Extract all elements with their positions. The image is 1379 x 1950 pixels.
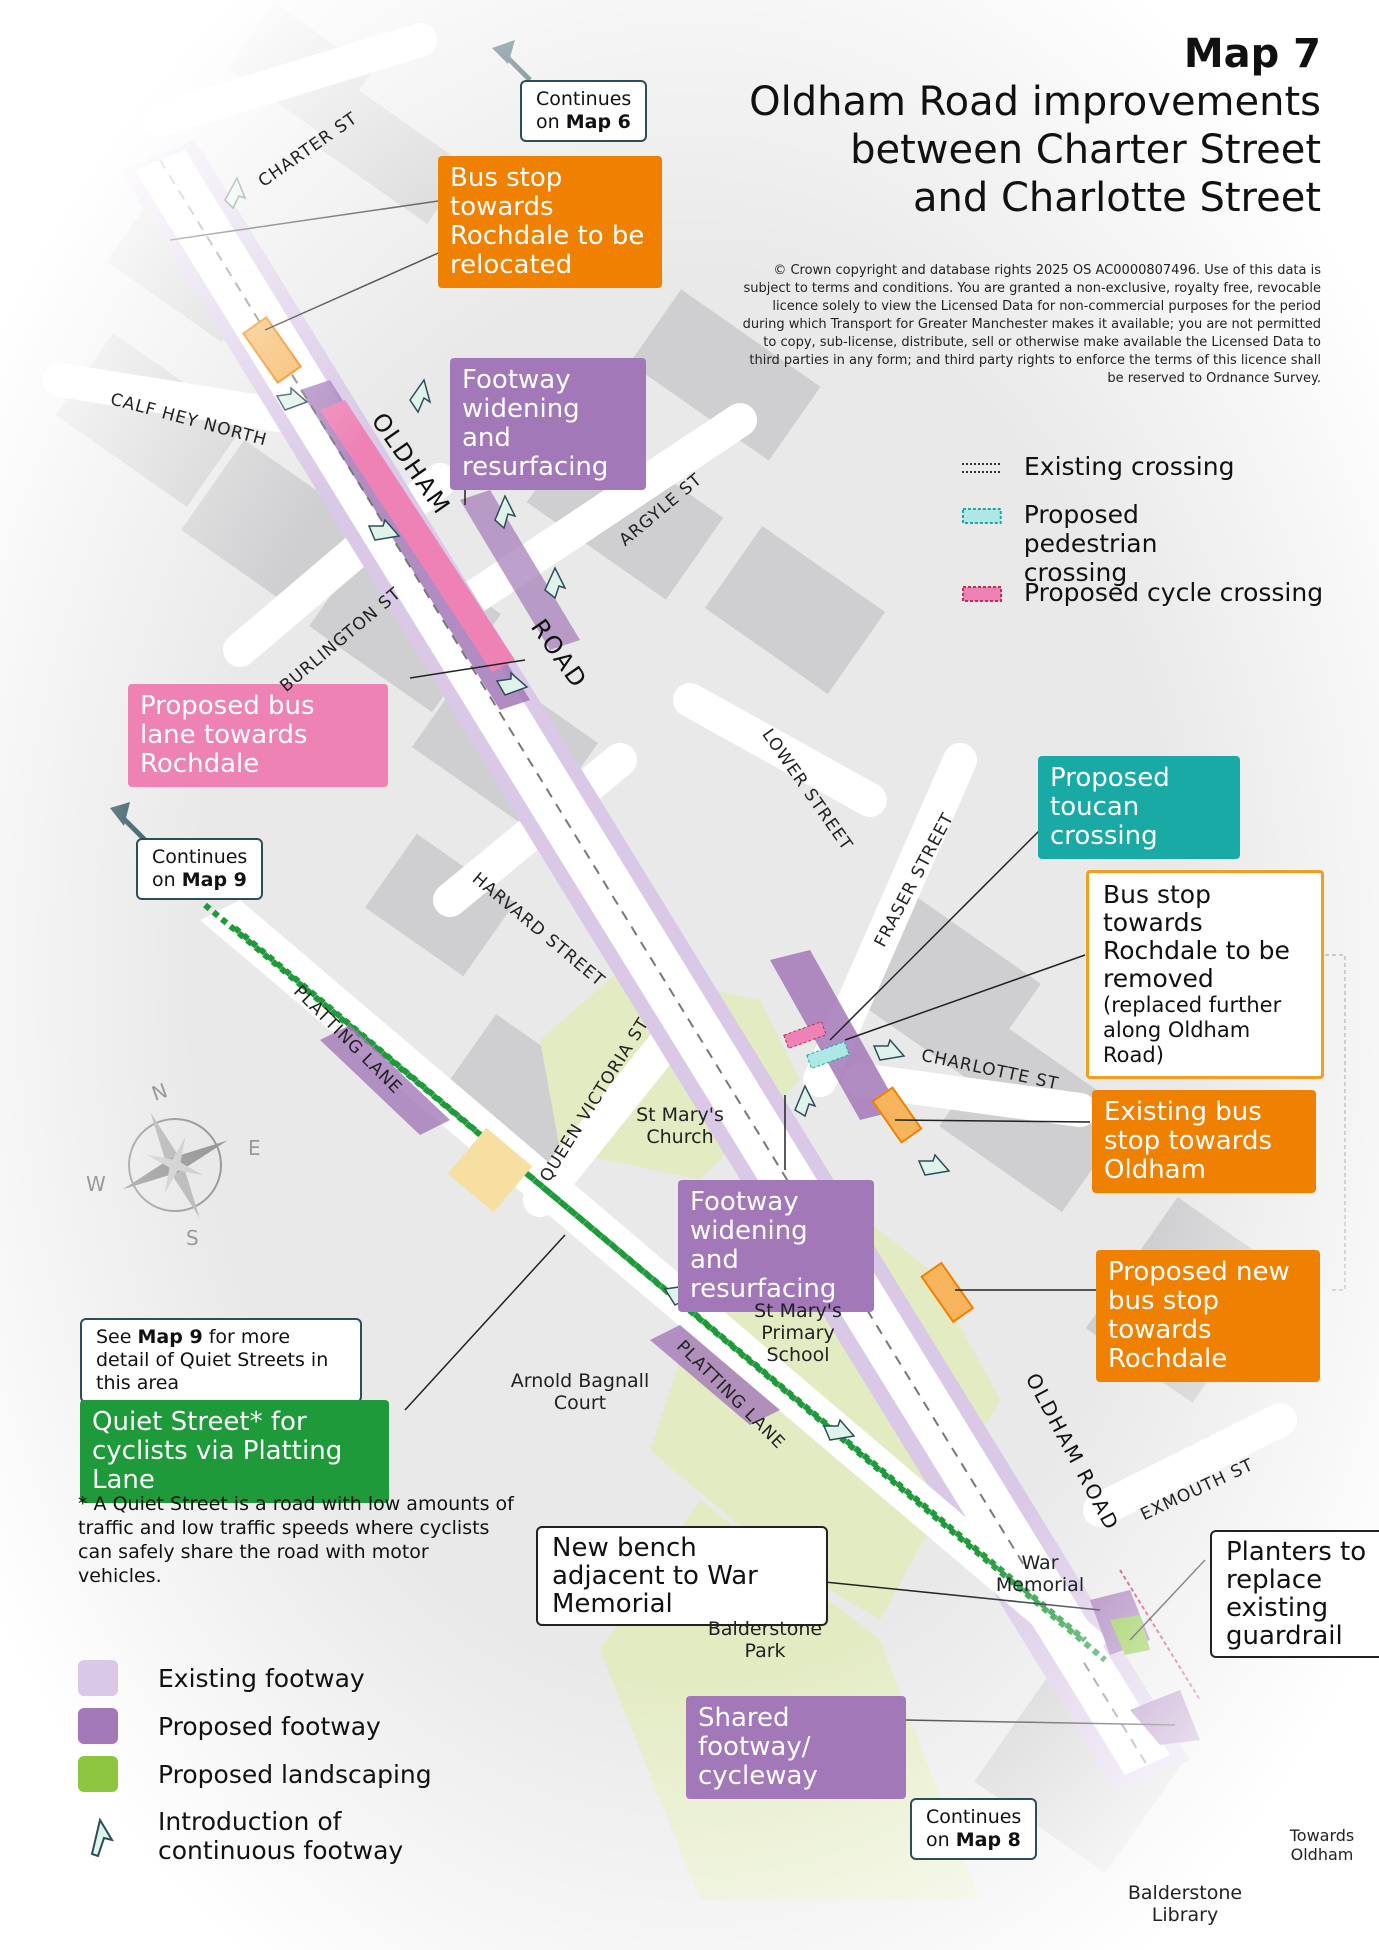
copyright-notice: © Crown copyright and database rights 20… (742, 263, 1321, 386)
title-line-1: Oldham Road improvements (749, 79, 1321, 125)
see-map9-box[interactable]: See Map 9 for more detail of Quiet Stree… (80, 1318, 362, 1403)
callout-footway-widening-2: Footway widening and resurfacing (678, 1180, 874, 1312)
legend-proposed-landscaping: Proposed landscaping (78, 1754, 432, 1794)
on-text: on (152, 869, 176, 891)
continues-text: Continues (926, 1806, 1022, 1828)
continuous-footway-icon (90, 1817, 115, 1858)
title-line-2: between Charter Street (850, 127, 1321, 173)
swatch-proposed-footway (78, 1708, 118, 1744)
key-proposed-pedestrian-crossing: Proposed pedestrian crossing (962, 500, 1262, 587)
map-ref: Map 9 (137, 1326, 203, 1348)
swatch-existing-footway (78, 1660, 118, 1696)
callout-planters: Planters to replace existing guardrail (1210, 1530, 1379, 1658)
continues-line: on Map 9 (152, 869, 247, 892)
callout-bus-lane: Proposed bus lane towards Rochdale (128, 684, 388, 787)
continues-map8-box[interactable]: Continues on Map 8 (910, 1798, 1038, 1860)
callout-footway-widening-1: Footway widening and resurfacing (450, 358, 646, 490)
continues-map9-box[interactable]: Continues on Map 9 (136, 838, 264, 900)
swatch-proposed-landscaping (78, 1756, 118, 1792)
key-label: Existing crossing (1024, 452, 1235, 481)
map-ref: Map 9 (181, 869, 247, 891)
label-balderstone-park: Balderstone Park (707, 1618, 823, 1662)
key-existing-crossing: Existing crossing (962, 452, 1234, 481)
bus-stop-removed-note: (replaced further along Oldham Road) (1103, 993, 1282, 1067)
continues-text: Continues (536, 88, 632, 110)
continues-line: on Map 6 (536, 111, 631, 134)
callout-new-bus-stop: Proposed new bus stop towards Rochdale (1096, 1250, 1320, 1382)
label-st-marys-school: St Mary's Primary School (754, 1300, 842, 1366)
legend-label: Existing footway (158, 1663, 365, 1693)
quiet-street-note: * A Quiet Street is a road with low amou… (78, 1493, 514, 1587)
legend-label: Introduction of continuous footway (158, 1807, 404, 1865)
label-war-memorial: War Memorial (995, 1552, 1085, 1596)
callout-bus-stop-removed: Bus stop towards Rochdale to be removed … (1086, 870, 1324, 1079)
legend-label: Proposed footway (158, 1711, 381, 1741)
label-st-marys-church: St Mary's Church (636, 1104, 724, 1148)
continues-map6-box[interactable]: Continues on Map 6 (520, 80, 648, 142)
map-ref: Map 6 (565, 111, 631, 133)
callout-shared-footway: Shared footway/ cycleway (686, 1696, 906, 1799)
bus-stop-removed-text: Bus stop towards Rochdale to be removed (1103, 880, 1290, 993)
proposed-pedestrian-crossing-icon (962, 508, 1002, 524)
callout-bus-stop-relocated: Bus stop towards Rochdale to be relocate… (438, 156, 662, 288)
map-number: Map 7 (1183, 31, 1321, 77)
label-towards-oldham: Towards Oldham (1289, 1826, 1355, 1864)
on-text: on (926, 1829, 950, 1851)
key-label: Proposed pedestrian crossing (1023, 500, 1158, 587)
map-title: Map 7 Oldham Road improvements between C… (749, 30, 1321, 222)
legend-existing-footway: Existing footway (78, 1658, 365, 1698)
see-detail-text: for more detail of Quiet Streets in this… (96, 1326, 329, 1394)
see-text: See (96, 1326, 132, 1348)
map-ref: Map 8 (955, 1829, 1021, 1851)
label-arnold-bagnall: Arnold Bagnall Court (510, 1370, 650, 1414)
compass-w: W (86, 1172, 106, 1196)
callout-existing-bus-stop: Existing bus stop towards Oldham (1092, 1090, 1316, 1193)
callout-quiet-street: Quiet Street* for cyclists via Platting … (80, 1400, 389, 1503)
callout-toucan-crossing: Proposed toucan crossing (1038, 756, 1240, 859)
continues-line: on Map 8 (926, 1829, 1021, 1852)
label-balderstone-library: Balderstone Library (1127, 1882, 1243, 1926)
compass-s: S (186, 1226, 199, 1250)
legend-label: Proposed landscaping (158, 1759, 432, 1789)
existing-crossing-icon (962, 463, 1002, 473)
key-label: Proposed cycle crossing (1024, 578, 1324, 607)
title-line-3: and Charlotte Street (912, 175, 1321, 221)
compass-e: E (248, 1136, 261, 1160)
legend-proposed-footway: Proposed footway (78, 1706, 381, 1746)
legend-continuous-footway: Introduction of continuous footway (78, 1806, 418, 1866)
continues-text: Continues (152, 846, 248, 868)
key-proposed-cycle-crossing: Proposed cycle crossing (962, 578, 1323, 607)
on-text: on (536, 111, 560, 133)
proposed-cycle-crossing-icon (962, 586, 1002, 602)
callout-new-bench: New bench adjacent to War Memorial (536, 1526, 828, 1626)
